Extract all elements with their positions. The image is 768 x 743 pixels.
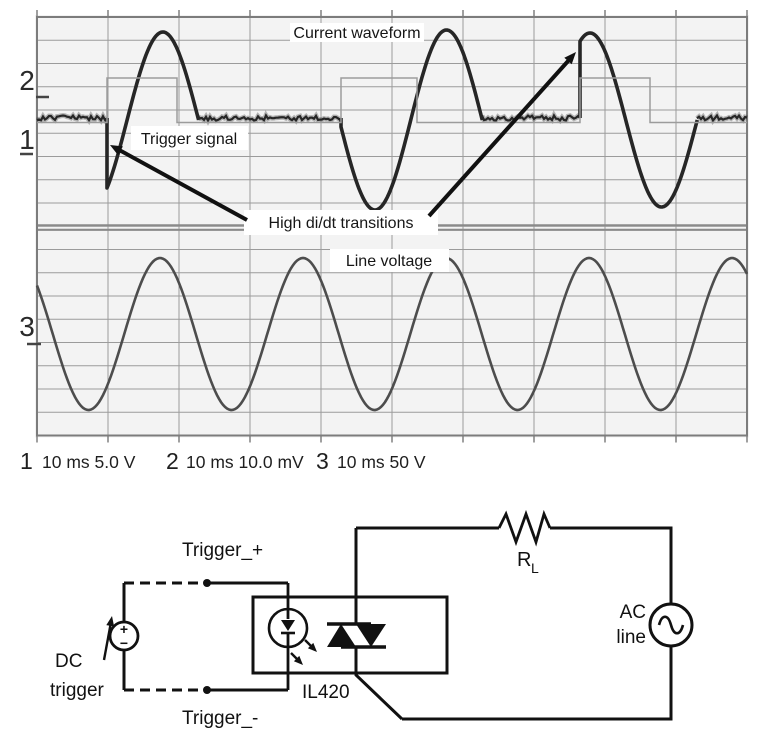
ac-loop: [356, 509, 694, 721]
trigger-signal-label: Trigger signal: [131, 126, 248, 150]
il420-label: IL420: [302, 682, 350, 703]
led-circle: [267, 607, 309, 649]
plus-sign: +: [120, 621, 128, 637]
trigger-plus-label: Trigger_+: [182, 540, 263, 561]
dc-source-circle: [108, 620, 140, 652]
didt-leader-arrow-right: [427, 52, 576, 218]
emission-arrowhead-icon: [293, 655, 303, 665]
ac-sine-icon: [657, 615, 685, 635]
high-didt-label: High di/dt transitions: [244, 210, 438, 235]
line-voltage-trace: [35, 256, 749, 412]
ac-line-label-line1: AC: [620, 602, 646, 623]
current-baseline-trace: [197, 113, 341, 123]
caption-ch3-scale: 10 ms 50 V: [337, 452, 426, 472]
channel-markers: 2 1 3: [19, 65, 49, 346]
circuit-labels: Trigger_+ Trigger_- DC trigger IL420 R L…: [50, 540, 646, 729]
leader-line: [427, 58, 571, 218]
high-didt-text: High di/dt transitions: [269, 215, 414, 232]
line-voltage-label: Line voltage: [330, 249, 449, 272]
top-wire-right: [550, 526, 673, 604]
label-bg: [330, 249, 449, 272]
scope-frame: [36, 16, 748, 437]
current-baseline-trace: [36, 113, 108, 123]
load-resistor-icon: [497, 509, 552, 547]
dc-trigger-label-line2: trigger: [50, 680, 105, 701]
channel-1-marker: 1: [19, 124, 35, 155]
resistor-subscript: L: [531, 560, 539, 576]
emission-arrowhead-icon: [307, 642, 317, 652]
led-emission-arrows-icon: [290, 639, 317, 665]
caption-ch1-scale: 10 ms 5.0 V: [42, 452, 136, 472]
label-bg: [131, 126, 248, 150]
channel-2-marker: 2: [19, 65, 35, 96]
caption-ch3-num: 3: [316, 448, 329, 474]
current-waveform-trace: [578, 31, 700, 209]
circuit-diagram: + −: [50, 509, 694, 729]
trigger-signal-text: Trigger signal: [141, 131, 237, 148]
current-baseline-trace: [480, 113, 581, 123]
current-waveform-text: Current waveform: [293, 25, 420, 42]
triac-icon: [327, 622, 386, 649]
bottom-wire: [402, 646, 673, 721]
current-baseline-trace: [696, 113, 748, 123]
arrowhead-icon: [564, 52, 576, 65]
adjustable-arrow-icon: [106, 616, 115, 627]
triac-lead-diagonal: [354, 647, 404, 721]
current-waveform-label: Current waveform: [290, 23, 424, 42]
caption-ch1-num: 1: [20, 448, 33, 474]
adjustable-arrow-line: [102, 621, 113, 661]
current-waveform-trace: [105, 30, 201, 190]
triac-triangle-up: [327, 624, 356, 647]
scale-caption: 1 10 ms 5.0 V 2 10 ms 10.0 mV 3 10 ms 50…: [20, 448, 426, 474]
junction-dot-top: [203, 579, 211, 587]
caption-ch2-num: 2: [166, 448, 179, 474]
caption-ch2-scale: 10 ms 10.0 mV: [186, 452, 304, 472]
triac-triangle-down: [356, 624, 386, 647]
leader-line: [115, 146, 248, 222]
line-voltage-text: Line voltage: [346, 253, 432, 270]
il420-box: [251, 595, 449, 675]
dc-trigger-source: + −: [102, 583, 140, 690]
label-bg: [290, 23, 424, 42]
led-diode-icon: [281, 620, 295, 631]
resistor-label: R: [517, 549, 531, 571]
trigger-wires: [124, 579, 288, 694]
current-waveform-trace: [339, 28, 485, 212]
dc-trigger-label-line1: DC: [55, 651, 82, 672]
trigger-wires-solid: [207, 581, 288, 692]
il420-optocoupler: [251, 528, 449, 721]
trigger-signal-trace: [37, 77, 747, 124]
label-bg: [244, 210, 438, 235]
junction-dot-bottom: [203, 686, 211, 694]
trigger-minus-label: Trigger_-: [182, 708, 258, 729]
oscilloscope-capture: Current waveform Trigger signal High di/…: [19, 10, 749, 474]
didt-leader-arrow-left: [110, 145, 248, 222]
minus-sign: −: [120, 635, 128, 651]
ac-line-label-line2: line: [616, 627, 646, 648]
channel-3-marker: 3: [19, 311, 35, 342]
arrowhead-icon: [110, 145, 123, 156]
